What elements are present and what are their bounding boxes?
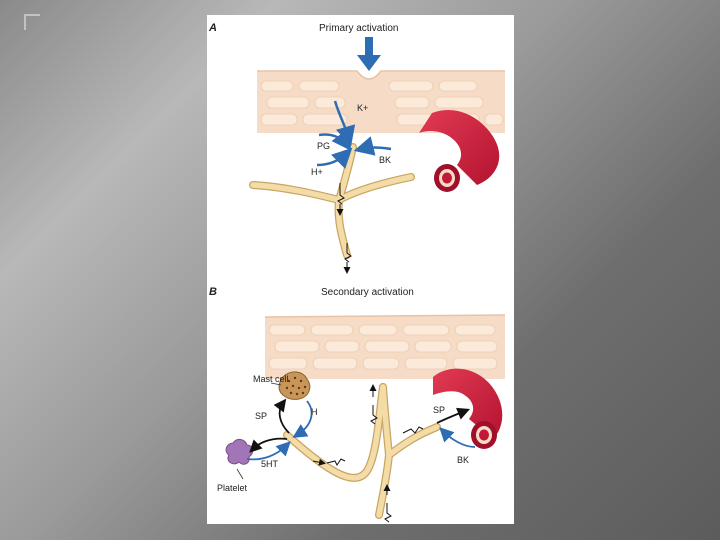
label-k: K+ (357, 103, 368, 113)
panel-b-title: Secondary activation (321, 287, 414, 298)
mediator-arrows-a (316, 100, 392, 169)
label-mast-cell: Mast cell (253, 374, 289, 384)
slide-corner-mark (24, 14, 40, 30)
panel-a-letter: A (208, 22, 217, 34)
label-sp-left: SP (255, 411, 267, 421)
label-platelet: Platelet (217, 483, 248, 493)
panel-b: B Secondary activation (209, 286, 506, 523)
panel-a: A Primary activation (208, 22, 505, 274)
label-h-b: H (311, 407, 318, 417)
label-pg: PG (317, 141, 330, 151)
skin-layer-b (264, 314, 506, 379)
impulse-icon-a (336, 183, 352, 274)
impulse-icon-b (312, 384, 424, 523)
figure-canvas: A Primary activation (208, 22, 506, 523)
mast-cell-icon (278, 371, 311, 400)
label-5ht: 5HT (261, 459, 279, 469)
label-sp-right: SP (433, 405, 445, 415)
stimulus-arrow-icon (357, 37, 381, 71)
label-h-plus: H+ (311, 167, 323, 177)
blood-vessel-b (433, 368, 503, 449)
label-bk-b: BK (457, 455, 469, 465)
panel-a-title: Primary activation (319, 23, 398, 34)
label-bk-a: BK (379, 155, 391, 165)
pain-activation-figure: A Primary activation (207, 15, 514, 524)
blood-vessel-a (419, 109, 500, 192)
panel-b-letter: B (209, 286, 217, 298)
skin-layer-a (257, 70, 505, 133)
mediator-arrows-b (246, 398, 476, 461)
label-pointers-b (236, 382, 282, 480)
platelet-icon (225, 438, 254, 465)
